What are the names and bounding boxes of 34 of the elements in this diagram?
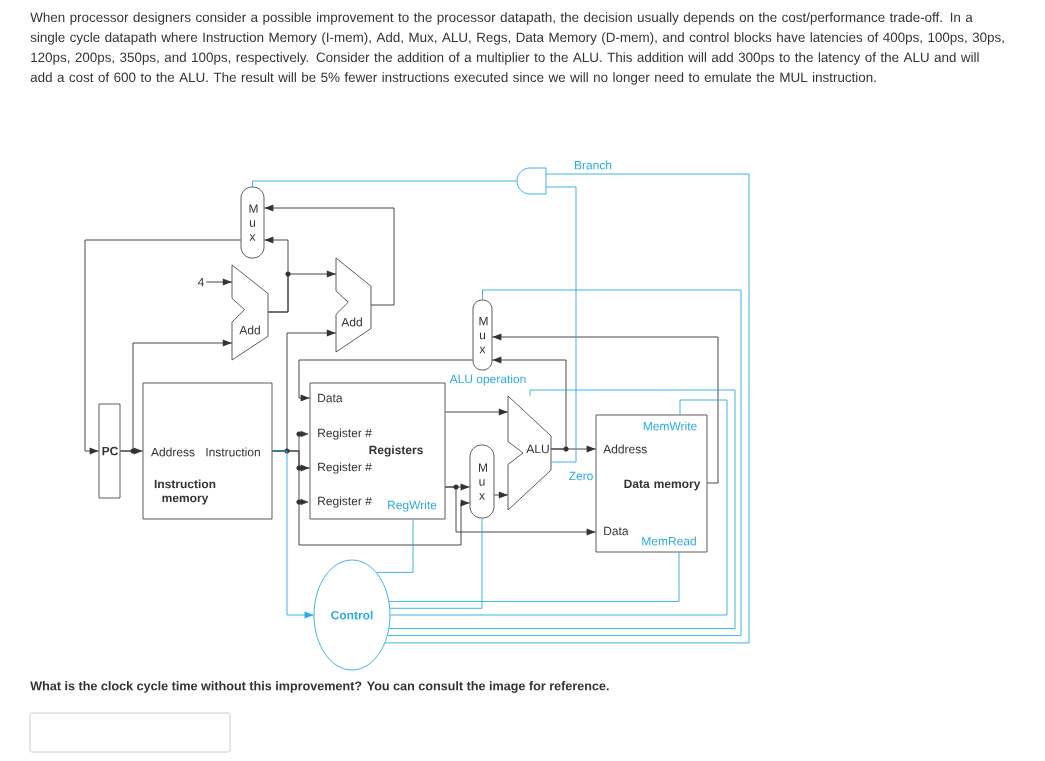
arrow bbox=[491, 333, 719, 484]
arrow bbox=[444, 486, 597, 536]
and-gate bbox=[516, 167, 547, 195]
register-file-box: Data Register # Registers Register # Register # RegWrite bbox=[309, 382, 446, 520]
arrow bbox=[119, 339, 233, 452]
constant-label: 4 bbox=[197, 277, 204, 287]
edge-label: Branch bbox=[573, 159, 613, 171]
edge-label: ALU operation bbox=[448, 373, 528, 387]
line bbox=[387, 289, 742, 637]
line bbox=[388, 551, 680, 602]
arrow bbox=[444, 408, 509, 416]
adder: Add bbox=[231, 264, 269, 361]
arrow bbox=[267, 270, 337, 313]
line bbox=[384, 173, 750, 644]
arrow bbox=[491, 356, 567, 450]
arrow bbox=[206, 278, 233, 286]
multiplexer: M u x bbox=[472, 299, 493, 371]
arrow bbox=[271, 450, 314, 619]
problem-text: When processor designers consider a possible improvement to the processor datapath, the decision usually depends on the cost/performance trade-off. In a single cycle datapath where Instruction Memory (I-mem), Add, Mux, ALU, Regs, Data Memory (D-mem), and control blocks have latencies of 400ps, 100ps, 30ps, 120ps, 200ps, 350ps, and 100ps, respectively. Consider the addition of a multiplier to the ALU. This addition will add 300ps to the latency of the ALU and will add a cost of 600 to the ALU. The result will be 5% fewer instructions executed since we will no longer need to emulate the MUL instruction. bbox=[30, 12, 1004, 85]
line bbox=[376, 518, 414, 573]
line bbox=[252, 180, 518, 188]
register-box: PC bbox=[98, 403, 121, 499]
arrow bbox=[263, 204, 395, 306]
arrow bbox=[298, 359, 474, 402]
adder: Add bbox=[335, 257, 372, 353]
edge-label: Zero bbox=[567, 470, 595, 482]
line bbox=[545, 186, 577, 463]
arrow bbox=[84, 239, 242, 455]
memory-box: Address Instruction Instruction memory bbox=[142, 382, 273, 520]
multiplexer: M u x bbox=[240, 186, 265, 259]
arrow bbox=[493, 491, 509, 499]
memory-box: MemWrite Address Data memory Data MemRead bbox=[595, 414, 708, 553]
multiplexer: M u x bbox=[469, 444, 495, 519]
line bbox=[389, 517, 483, 609]
